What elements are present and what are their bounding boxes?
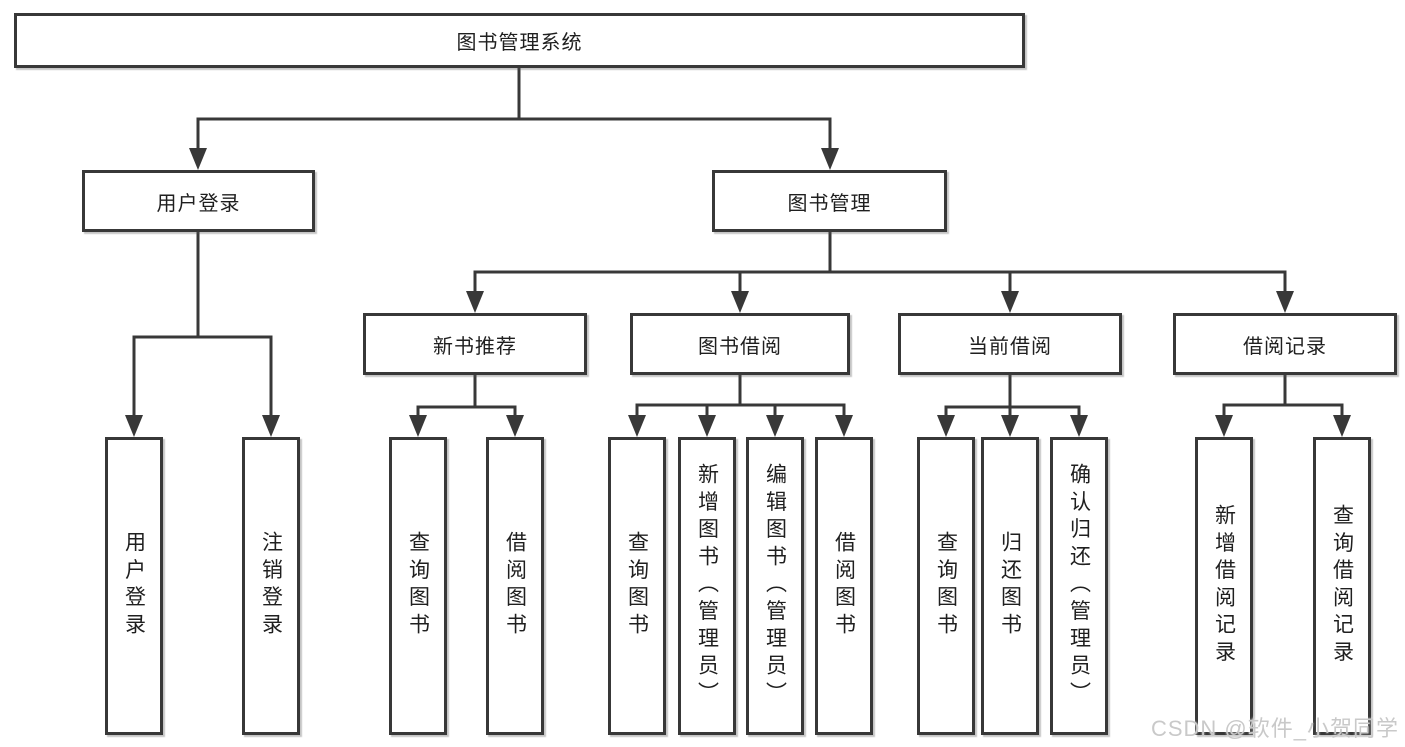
node-borrow-books-recommend: 借阅图书 [486,437,544,735]
node-borrow-books-borrowing: 借阅图书 [815,437,873,735]
node-label: 图书借阅 [698,335,782,358]
node-query-borrow-record: 查询借阅记录 [1313,437,1371,735]
node-logout: 注销登录 [242,437,300,735]
node-label: 图书管理 [787,192,872,215]
node-label: 新增借阅记录 [1212,504,1236,668]
watermark-text: CSDN @软件_小贺同学 [1150,716,1399,741]
node-book-management: 图书管理 [712,170,947,232]
node-label: 图书管理系统 [456,32,583,54]
node-label: 用户登录 [156,192,241,215]
node-query-books-recommend: 查询图书 [389,437,447,735]
node-label: 编辑图书（管理员） [763,463,787,709]
node-label: 查询借阅记录 [1330,504,1354,668]
node-label: 新增图书（管理员） [695,463,719,709]
node-confirm-return-admin: 确认归还（管理员） [1050,437,1108,735]
node-label: 新书推荐 [433,335,517,358]
node-label: 查询图书 [625,531,649,641]
node-add-borrow-record: 新增借阅记录 [1195,437,1253,735]
node-label: 借阅图书 [832,531,856,641]
node-label: 注销登录 [259,531,283,641]
node-library-system: 图书管理系统 [14,13,1025,68]
node-borrowing-records: 借阅记录 [1173,313,1397,375]
node-edit-book-admin: 编辑图书（管理员） [746,437,804,735]
node-query-books-current: 查询图书 [917,437,975,735]
node-current-borrowing: 当前借阅 [898,313,1122,375]
node-query-books-borrowing: 查询图书 [608,437,666,735]
node-add-book-admin: 新增图书（管理员） [678,437,736,735]
node-label: 当前借阅 [968,335,1052,358]
node-return-books: 归还图书 [981,437,1039,735]
node-label: 用户登录 [122,531,146,641]
node-label: 查询图书 [406,531,430,641]
node-label: 归还图书 [998,531,1022,641]
node-user-login: 用户登录 [82,170,315,232]
node-label: 借阅图书 [503,531,527,641]
node-new-book-recommendation: 新书推荐 [363,313,587,375]
node-label: 借阅记录 [1243,335,1327,358]
node-label: 查询图书 [934,531,958,641]
node-label: 确认归还（管理员） [1067,463,1091,709]
node-user-login-leaf: 用户登录 [105,437,163,735]
node-book-borrowing: 图书借阅 [630,313,850,375]
